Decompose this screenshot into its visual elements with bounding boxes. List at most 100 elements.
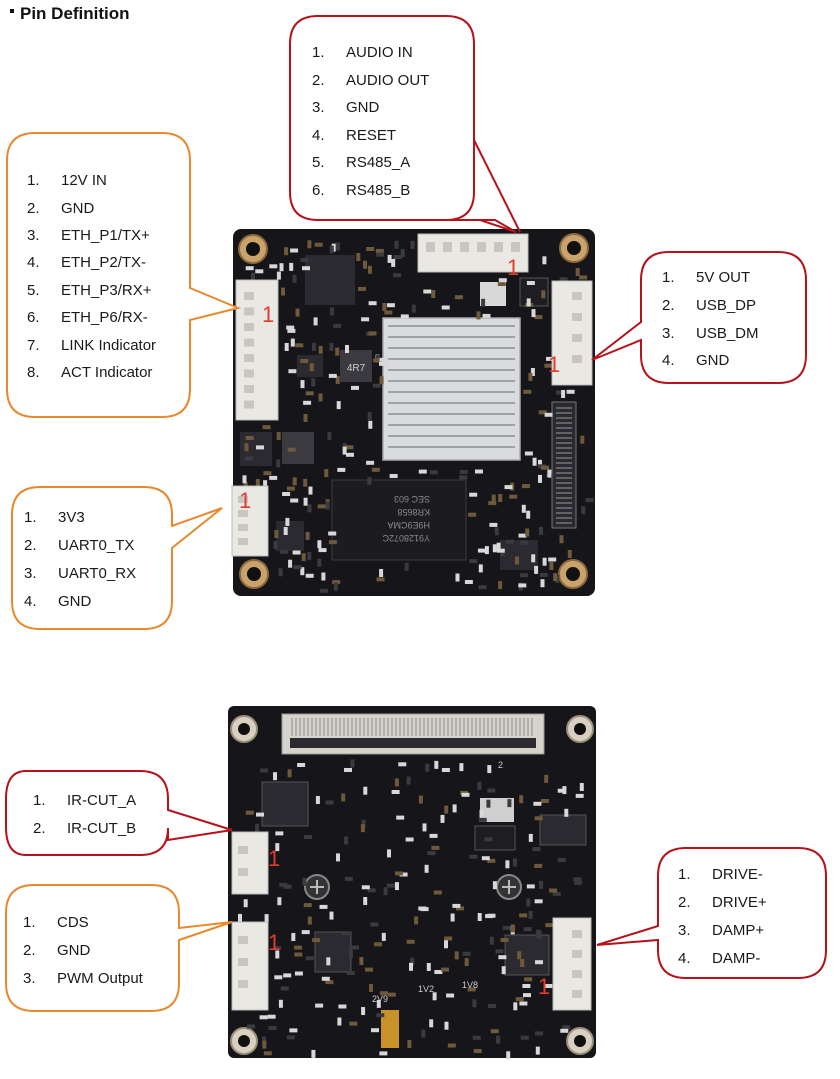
smd-component [557,858,566,863]
smd-component [531,554,536,563]
chip-marking: Y9128072C [382,533,430,543]
pin-label: PWM Output [57,969,143,987]
smd-component [282,492,291,496]
smd-component [286,1035,295,1040]
pin-number: 5. [312,154,325,172]
smd-component [368,301,377,306]
memory-chip-markings: Y9128072C H9E9CMA KR8658 SEC 603 [382,494,430,543]
smd-component [264,914,269,923]
smd-component [459,763,464,772]
smd-component [405,837,414,842]
smd-component [395,871,403,876]
smd-component [525,528,530,537]
pin-number: 1. [33,791,46,809]
smd-component [305,531,310,540]
smd-component [534,899,543,904]
smd-component [411,304,416,313]
smd-component [573,877,582,882]
smd-component [263,1051,272,1056]
smd-component [462,951,471,956]
pin-label: AUDIO IN [346,44,413,62]
smd-component [515,556,519,565]
pin-number: 1. [662,269,675,287]
smd-component [585,498,594,503]
pin-label: UART0_RX [58,564,137,582]
smd-component [469,559,478,564]
smd-component [348,950,353,958]
smd-component [363,786,368,795]
smd-component [394,240,399,249]
smd-component [496,548,505,553]
smd-component [286,486,295,491]
smd-component [301,553,306,562]
pin-number: 3. [23,969,36,987]
smd-component [407,1039,412,1048]
smd-component [450,913,455,922]
smd-component [325,501,330,510]
smd-component [414,916,419,925]
smd-component [539,526,543,535]
pin-label: RS485_B [346,181,411,199]
smd-component [361,317,370,322]
smd-component [526,298,531,307]
smd-component [519,1001,528,1006]
pin-number: 7. [27,336,40,354]
smd-component [309,363,314,372]
smd-component [341,793,346,802]
smd-component [283,527,288,535]
connector-pin [238,496,248,503]
smd-component [454,951,459,960]
pin-item: 2.GND [27,194,156,221]
smd-component [478,585,487,590]
smd-component [383,887,388,896]
smd-component [561,390,566,398]
smd-component [273,946,282,951]
smd-component [481,856,490,861]
smd-component [491,494,496,503]
smd-component [533,801,542,806]
smd-component [332,580,341,585]
smd-component [301,930,310,935]
smd-component [294,945,303,950]
smd-component [376,577,385,582]
smd-component [580,435,585,444]
smd-component [496,1035,501,1044]
smd-component [268,1026,277,1031]
smd-component [368,331,377,336]
smd-component [459,470,468,474]
pin-number: 1. [23,913,36,931]
smd-component [269,264,278,269]
smd-component [318,393,323,402]
smd-component [555,575,560,583]
smd-component [542,256,547,265]
pin-item: 2.AUDIO OUT [312,67,429,95]
smd-component [522,984,531,988]
smd-component [418,469,427,474]
connector-pin [443,242,452,252]
pin-number: 2. [678,893,691,911]
smd-component [305,573,314,578]
connector-pin [426,242,435,252]
smd-component [375,248,384,253]
pin-item: 7.LINK Indicator [27,331,156,358]
connector-pin [244,323,254,331]
pin-label: AUDIO OUT [346,71,430,89]
smd-component [308,486,313,495]
smd-component [243,899,248,908]
smd-component [575,268,580,276]
smd-component [276,431,281,440]
fpc-pins [556,407,572,524]
smd-component [532,457,537,466]
connector-pin [244,385,254,393]
pin-label: GND [61,199,95,217]
passive-components [242,240,594,593]
smd-component [356,253,361,261]
smd-component [528,910,533,919]
smd-component [275,831,284,836]
smd-component [468,512,477,517]
smd-component [422,823,427,832]
smd-component [523,927,532,932]
smd-component [384,310,393,315]
smd-component [288,369,297,374]
smd-component [488,1004,497,1008]
